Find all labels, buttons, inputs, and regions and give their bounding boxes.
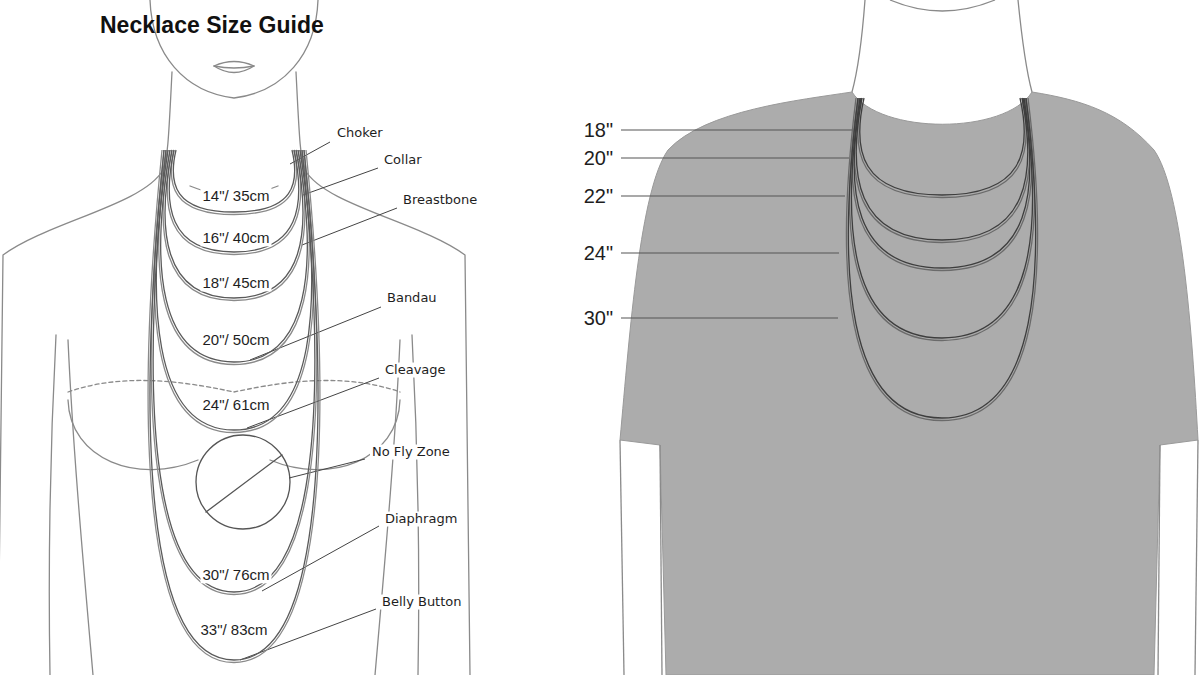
necklace-chain (151, 150, 316, 595)
necklace-chain (148, 150, 320, 663)
necklace-chain (848, 98, 1035, 418)
necklace-chain (854, 98, 1030, 268)
necklace-chain (150, 150, 318, 660)
leader-line (289, 459, 365, 478)
left-shoulder (0, 72, 172, 675)
necklace-chain (851, 98, 1032, 338)
necklace-chain (858, 98, 1027, 198)
arm-left-inner (660, 445, 662, 675)
left-breast (68, 400, 198, 470)
necklace-chain (161, 150, 308, 362)
size-line (621, 252, 839, 253)
part-label: Collar (382, 153, 424, 168)
man-outline (620, 0, 1198, 675)
necklace-chain (159, 150, 309, 365)
woman-figure (0, 0, 470, 675)
size-line (621, 157, 849, 158)
necklace-chain (154, 150, 313, 433)
necklace-chain (169, 150, 299, 252)
neck-left (852, 0, 865, 92)
part-label: No Fly Zone (370, 445, 452, 460)
part-label: Belly Button (380, 595, 464, 610)
length-label: 24" (582, 242, 615, 265)
necklace-chain (860, 98, 1025, 195)
necklace-chain (849, 98, 1034, 341)
length-label: 30" (582, 307, 615, 330)
chin (890, 0, 995, 11)
size-lines (621, 130, 853, 318)
leader-line (303, 168, 378, 195)
bandeau-top (68, 380, 400, 392)
necklace-chain (153, 150, 315, 592)
lips-line (214, 66, 254, 68)
length-label: 18"/ 45cm (200, 274, 271, 291)
part-label: Breastbone (401, 193, 479, 208)
neck-right (1018, 0, 1032, 92)
length-label: 30"/ 76cm (200, 566, 271, 583)
man-figure (620, 0, 1198, 675)
length-label: 14"/ 35cm (200, 187, 271, 204)
necklace-chain (163, 150, 305, 301)
necklace-chain (856, 98, 1028, 240)
necklace-chain (156, 150, 311, 430)
leader-line (262, 526, 379, 591)
no-fly-zone-slash (206, 455, 282, 512)
right-inner-arm (412, 335, 419, 675)
length-label: 22" (582, 185, 615, 208)
necklace-chain (854, 98, 1030, 243)
length-label: 20"/ 50cm (200, 331, 271, 348)
part-label: Cleavage (383, 363, 448, 378)
size-line (621, 317, 838, 318)
leader-line (302, 208, 397, 245)
left-inner-arm (49, 335, 56, 675)
arm-right-outer (1195, 440, 1198, 675)
necklace-chain (852, 98, 1032, 271)
part-label: Choker (335, 126, 385, 141)
necklace-chain (165, 150, 303, 298)
arm-left-outer (620, 440, 624, 675)
length-label: 18" (582, 119, 615, 142)
t-shirt (620, 92, 1198, 675)
necklace-chain (167, 150, 300, 255)
size-line (621, 129, 853, 130)
lips (214, 62, 254, 73)
necklace-chain (171, 150, 296, 215)
part-label: Diaphragm (383, 512, 459, 527)
arm-right-inner (1158, 445, 1160, 675)
size-line (621, 195, 845, 196)
necklace-chain (173, 150, 295, 212)
length-label: 16"/ 40cm (200, 229, 271, 246)
necklace-chain (846, 98, 1037, 421)
length-label: 20" (582, 147, 615, 170)
length-label: 33"/ 83cm (198, 621, 269, 638)
part-label: Bandau (385, 291, 439, 306)
right-shoulder (296, 72, 470, 675)
length-label: 24"/ 61cm (200, 396, 271, 413)
no-fly-zone-circle (196, 435, 290, 529)
title: Necklace Size Guide (100, 12, 324, 38)
necklaces (148, 98, 1037, 663)
